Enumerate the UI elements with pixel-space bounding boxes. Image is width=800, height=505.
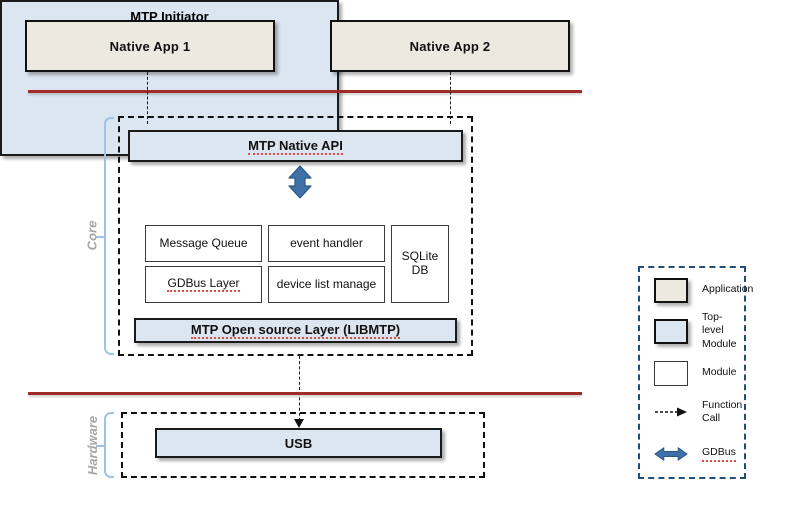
mtp-open-source-layer-box[interactable]: MTP Open source Layer (LIBMTP) (134, 318, 457, 343)
legend-label-gdbus: GDBus (702, 446, 736, 462)
module-gdbus-layer[interactable]: GDBus Layer (145, 266, 262, 303)
native-app-1-box[interactable]: Native App 1 (25, 20, 275, 72)
legend-label-application: Application (702, 283, 754, 296)
legend-item-function-call: Function Call (654, 398, 742, 426)
legend-item-module: Module (654, 359, 742, 387)
mtp-native-api-label: MTP Native API (248, 137, 343, 155)
separator-core-hardware (28, 392, 582, 395)
dashed-arrow-icon (655, 407, 687, 417)
legend-swatch-module (654, 360, 688, 386)
function-call-core-to-usb-arrowhead (294, 419, 304, 428)
core-container (118, 116, 473, 356)
core-brace-nub (96, 236, 105, 238)
hardware-brace-nub (96, 445, 105, 447)
double-arrow-icon (654, 447, 688, 461)
native-app-2-box[interactable]: Native App 2 (330, 20, 570, 72)
gdbus-double-arrow (284, 165, 316, 204)
native-app-2-label: Native App 2 (409, 38, 491, 54)
module-sqlite-db[interactable]: SQLite DB (391, 225, 449, 303)
mtp-native-api-box[interactable]: MTP Native API (128, 130, 463, 162)
legend-item-top-level-module: Top-level Module (654, 311, 742, 350)
usb-label: USB (284, 435, 313, 451)
separator-application-core (28, 90, 582, 93)
module-message-queue[interactable]: Message Queue (145, 225, 262, 262)
legend-item-application: Application (654, 276, 753, 304)
mtp-open-source-layer-label: MTP Open source Layer (LIBMTP) (190, 322, 401, 339)
legend-item-gdbus: GDBus (654, 440, 742, 468)
double-arrow-icon (288, 165, 312, 199)
legend-swatch-application (654, 277, 688, 303)
module-event-handler[interactable]: event handler (268, 225, 385, 262)
core-layer-label: Core (84, 220, 100, 251)
legend-swatch-top-level-module (654, 318, 688, 344)
legend-label-function-call: Function Call (702, 398, 743, 424)
module-device-list-manage-label: device list manage (276, 276, 377, 291)
module-message-queue-label: Message Queue (159, 235, 248, 250)
function-call-app2-to-core (450, 72, 451, 124)
module-device-list-manage[interactable]: device list manage (268, 266, 385, 303)
legend-label-top-level-module: Top-level Module (702, 311, 737, 350)
usb-box[interactable]: USB (155, 428, 442, 458)
legend-label-module: Module (702, 366, 737, 379)
function-call-core-to-usb (299, 356, 300, 421)
legend-swatch-function-call (654, 400, 688, 425)
native-app-1-label: Native App 1 (109, 38, 191, 54)
module-gdbus-layer-label: GDBus Layer (167, 276, 240, 293)
hardware-container (121, 412, 485, 478)
hardware-layer-label: Hardware (85, 415, 100, 476)
legend-swatch-gdbus (654, 442, 688, 467)
core-brace (104, 117, 114, 355)
function-call-app1-to-core (147, 72, 148, 124)
module-sqlite-db-label: SQLite DB (401, 249, 439, 277)
hardware-brace (104, 412, 114, 478)
module-event-handler-label: event handler (290, 235, 363, 250)
